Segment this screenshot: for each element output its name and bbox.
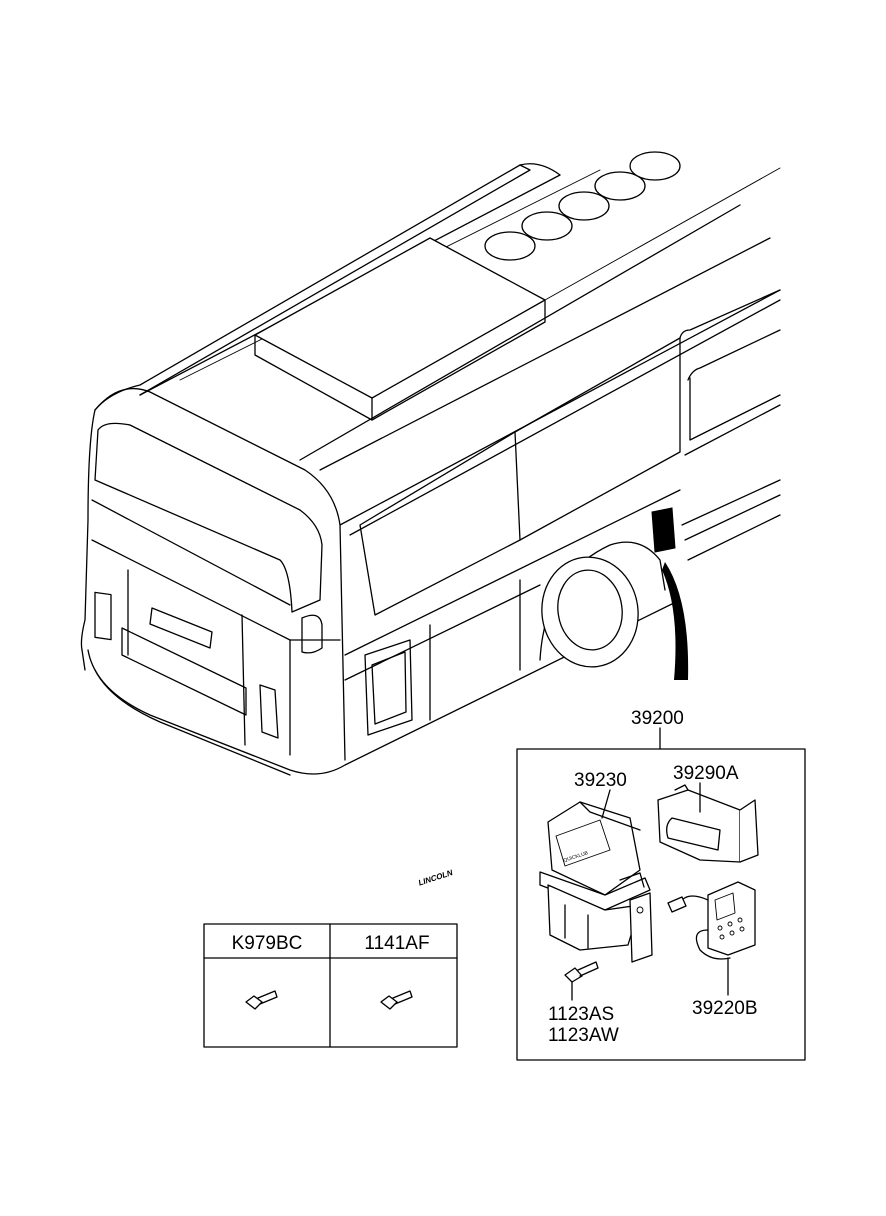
leader-arrow	[662, 562, 689, 680]
assembly-39200: 39200 LINCOLN QUICKLUB 39230 39290A	[418, 708, 806, 1061]
callout-39290a: 39290A	[673, 763, 739, 784]
controller-unit	[667, 881, 756, 960]
lubrication-pump: LINCOLN QUICKLUB	[418, 801, 653, 963]
fastener-k979bc-icon	[245, 990, 278, 1010]
table-header-k979bc: K979BC	[232, 933, 303, 954]
callout-39230: 39230	[574, 770, 627, 791]
pump-location-marker	[651, 507, 676, 553]
table-header-1141af: 1141AF	[364, 933, 429, 954]
roof-vents	[484, 151, 681, 261]
pump-brand: LINCOLN	[418, 868, 453, 888]
bus-illustration	[80, 151, 781, 776]
callout-1123as: 1123AS	[548, 1004, 614, 1025]
fastener-1141af-icon	[380, 990, 413, 1010]
rear-wheel	[539, 541, 666, 668]
pump-bolt	[564, 961, 599, 983]
callout-39200: 39200	[631, 708, 684, 729]
mounting-bracket	[657, 784, 759, 863]
callout-1123aw: 1123AW	[548, 1025, 619, 1046]
fastener-table: K979BC 1141AF	[203, 923, 458, 1048]
roof-ac-unit	[254, 237, 546, 421]
callout-39220b: 39220B	[692, 998, 758, 1019]
